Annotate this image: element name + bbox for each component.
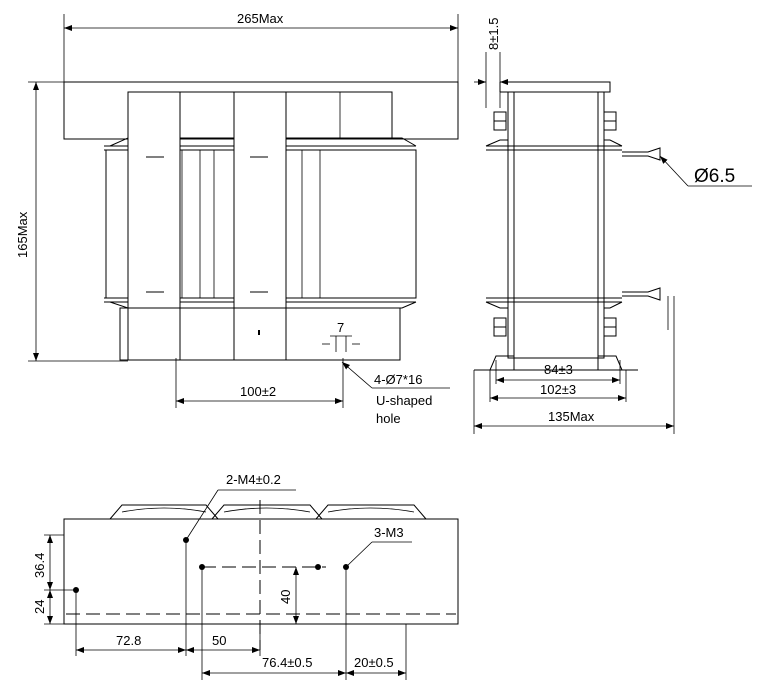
top-view: 2-M4±0.2 3-M3 36.4 24 40 72.8 50 76.4±0.… <box>32 472 459 680</box>
center-strap <box>233 91 287 361</box>
front-view: 265Max 165Max <box>15 11 459 426</box>
thread-3-label: 3-M3 <box>374 525 404 540</box>
terminal-hole-label: Ø6.5 <box>694 166 735 187</box>
overall-width-label: 265Max <box>237 11 284 26</box>
terminal-offset-label: 8±1.5 <box>486 18 501 50</box>
side-body <box>507 91 605 359</box>
height-upper-label: 36.4 <box>32 553 47 578</box>
hole-callout-1: 4-Ø7*16 <box>374 372 422 387</box>
side-view: 8±1.5 Ø6.5 <box>473 18 752 434</box>
mid-width-label: 102±3 <box>540 382 576 397</box>
mount-hole <box>315 564 321 570</box>
offset-mid-label: 50 <box>212 633 226 648</box>
top-plate <box>63 518 459 625</box>
height-lower-label: 24 <box>32 600 47 614</box>
overall-height-label: 165Max <box>15 211 30 258</box>
hole-span-label: 76.4±0.5 <box>262 655 313 670</box>
slot-width-label: 7 <box>337 320 344 335</box>
vertical-spacing-label: 40 <box>278 590 293 604</box>
base-plate <box>119 307 401 361</box>
hole-callout-3: hole <box>376 411 401 426</box>
left-strap <box>127 91 181 361</box>
overall-depth-label: 135Max <box>548 409 595 424</box>
inner-width-label: 84±3 <box>544 362 573 377</box>
edge-offset-label: 20±0.5 <box>354 655 394 670</box>
mount-spacing-label: 100±2 <box>240 384 276 399</box>
offset-left-label: 72.8 <box>116 633 141 648</box>
thread-2-label: 2-M4±0.2 <box>226 472 281 487</box>
hole-callout-2: U-shaped <box>376 393 432 408</box>
